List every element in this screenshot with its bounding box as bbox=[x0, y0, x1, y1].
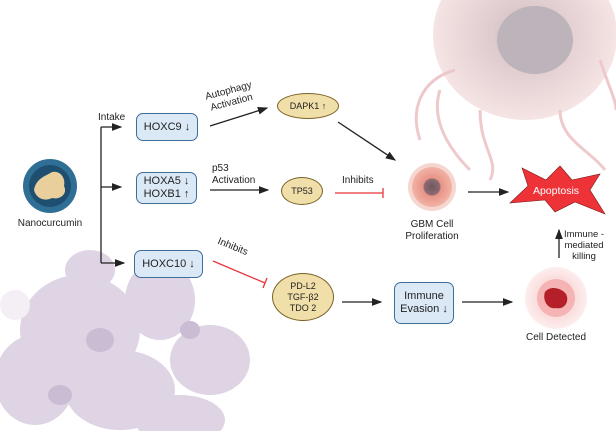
node-label: PD-L2 bbox=[290, 280, 316, 291]
nanocurcumin-particle-icon bbox=[23, 159, 77, 213]
nanocurcumin-label: Nanocurcumin bbox=[17, 218, 83, 229]
label-line: GBM Cell bbox=[410, 219, 454, 230]
intake-label: Intake bbox=[98, 112, 126, 123]
autophagy-arrow bbox=[209, 107, 269, 127]
node-label: TDO 2 bbox=[289, 302, 317, 313]
apoptosis-burst-shape bbox=[509, 165, 606, 215]
label-line: killing bbox=[572, 251, 596, 262]
inhibits-tp53-label: Inhibits bbox=[342, 175, 374, 186]
dapk1-node: DAPK1 ↑ bbox=[277, 93, 339, 119]
node-label: TGF-β2 bbox=[287, 291, 319, 302]
gene-label: HOXC9 ↓ bbox=[143, 120, 191, 133]
tumor-background-illustration bbox=[414, 0, 616, 181]
label-line: Evasion ↓ bbox=[400, 303, 448, 315]
gene-label: HOXA5 ↓ bbox=[143, 175, 190, 187]
gene-box-hoxc9: HOXC9 ↓ bbox=[136, 113, 198, 141]
gene-label: HOXB1 ↑ bbox=[143, 188, 190, 200]
label-line: p53 bbox=[212, 163, 229, 174]
dapk1-to-gbm-arrow bbox=[337, 121, 397, 161]
gene-box-hoxc10: HOXC10 ↓ bbox=[134, 250, 203, 278]
label-line: Proliferation bbox=[405, 231, 459, 242]
gbm-cell-icon bbox=[408, 163, 456, 211]
gene-box-hoxa5-hoxb1: HOXA5 ↓HOXB1 ↑ bbox=[136, 172, 197, 204]
inhibit-tp53-line bbox=[335, 188, 384, 198]
label-line: Immune bbox=[404, 290, 444, 302]
tp53-node: TP53 bbox=[281, 177, 323, 205]
label-line: Immune - bbox=[563, 229, 605, 240]
node-label: TP53 bbox=[291, 185, 313, 196]
node-label: DAPK1 ↑ bbox=[289, 100, 327, 111]
intake-bracket bbox=[100, 123, 126, 267]
cell-detected-label: Cell Detected bbox=[525, 332, 587, 343]
label-line: Activation bbox=[212, 175, 256, 186]
gene-label: HOXC10 ↓ bbox=[142, 257, 195, 270]
detected-cell-icon bbox=[525, 267, 587, 329]
apoptosis-label: Apoptosis bbox=[532, 185, 580, 197]
label-line: mediated bbox=[564, 240, 604, 251]
inhibit-hoxc10-line bbox=[212, 260, 268, 289]
cells-background-illustration bbox=[0, 250, 250, 431]
